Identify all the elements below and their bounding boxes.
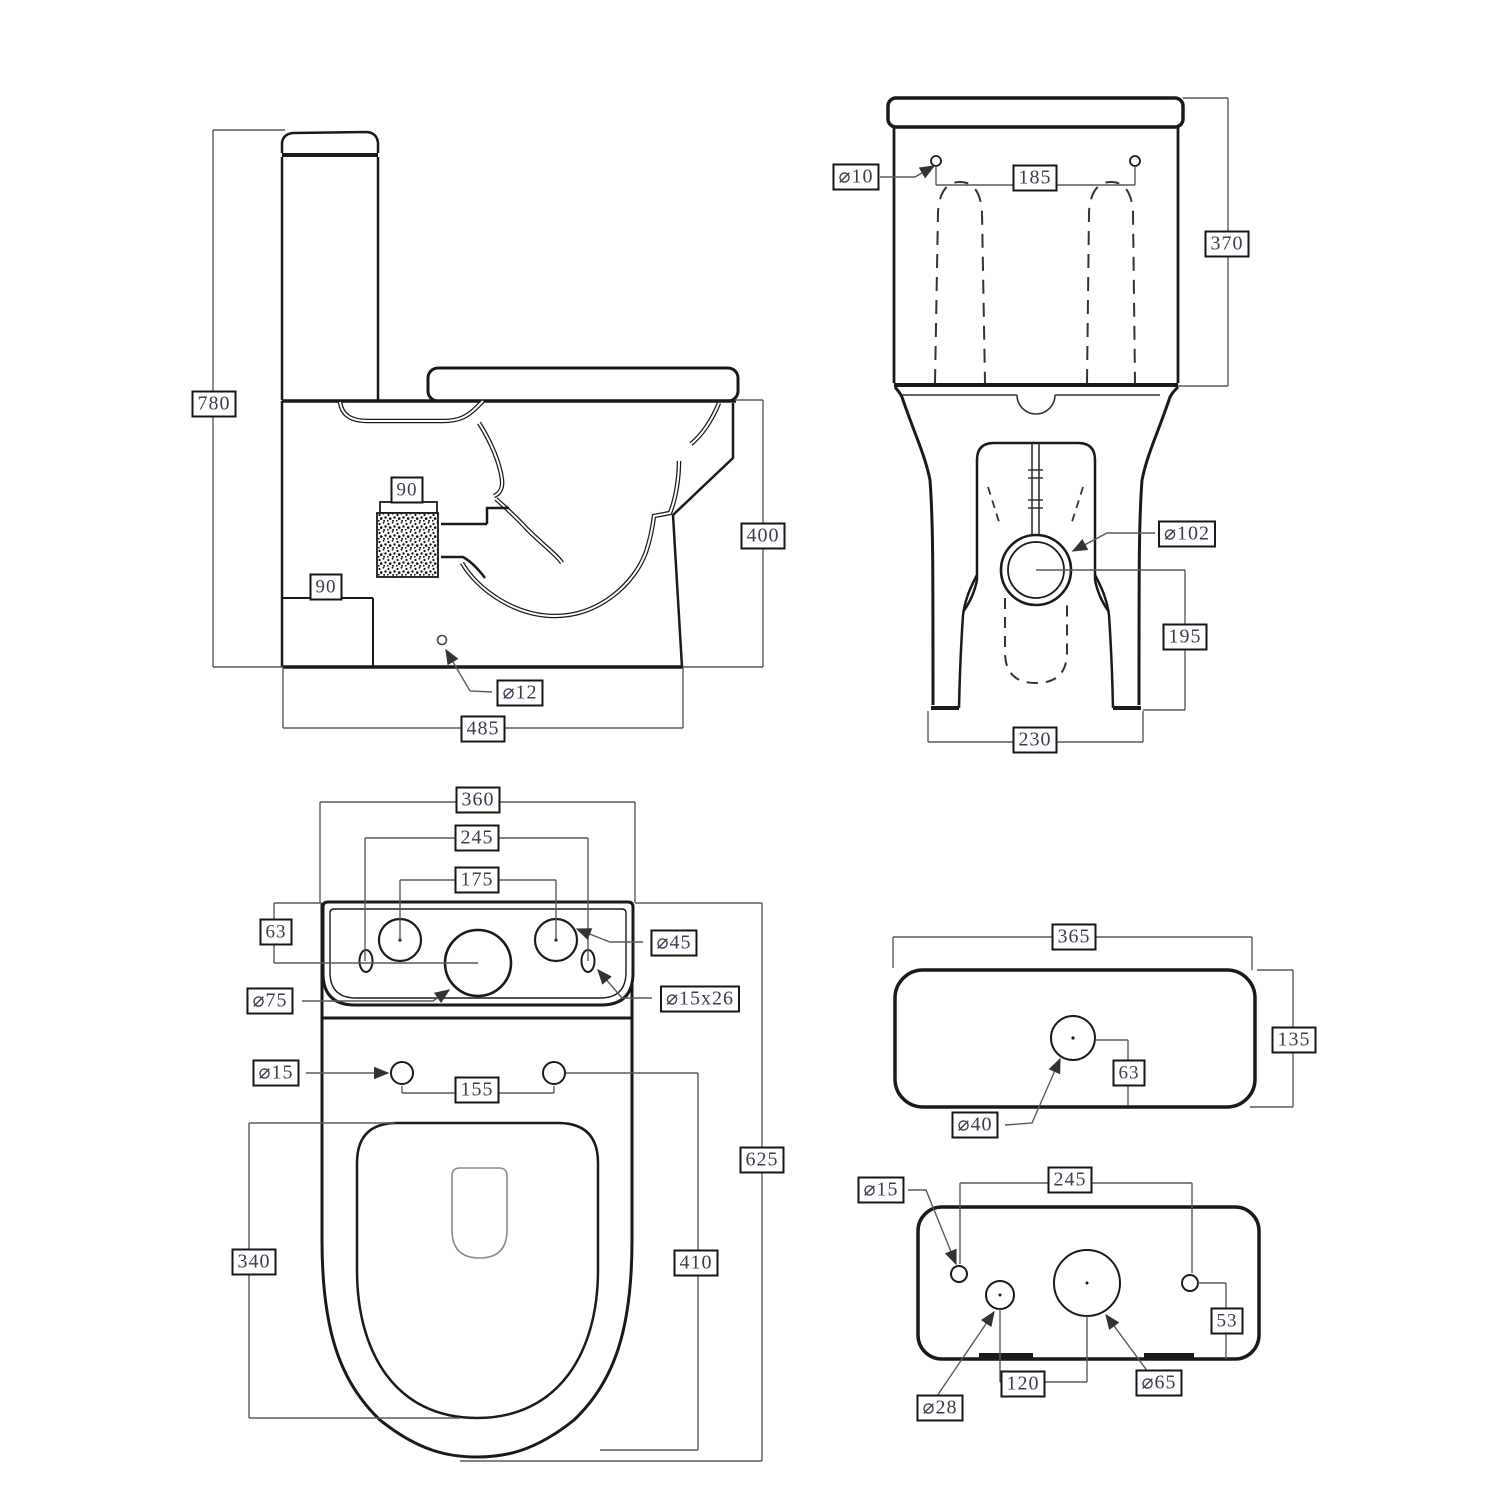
dim-bottom-hole-spacing: 245 <box>1047 1166 1093 1194</box>
dim-lid-button-dia: ⌀40 <box>951 1111 999 1139</box>
dim-front-tank-height: 370 <box>1204 230 1250 258</box>
dim-bottom-hole-dia-65: ⌀65 <box>1135 1369 1183 1397</box>
dim-top-width: 360 <box>455 786 501 814</box>
dim-top-seat-hole-spacing: 155 <box>454 1076 500 1104</box>
dim-top-seat-hole-dia: ⌀15 <box>252 1059 300 1087</box>
dim-bottom-hole-dia-28: ⌀28 <box>916 1394 964 1422</box>
dim-front-outlet-dia: ⌀102 <box>1157 520 1217 548</box>
dim-top-slot-size: ⌀15x26 <box>659 985 741 1013</box>
dim-top-bowl-width: 340 <box>231 1248 277 1276</box>
dim-top-slot-spacing: 245 <box>454 824 500 852</box>
dim-lid-button-offset: 63 <box>1112 1059 1146 1087</box>
cistern-lid-top-view-drawing <box>892 936 1294 1126</box>
dim-top-seat-length: 410 <box>673 1249 719 1277</box>
dim-side-outlet-bottom: 90 <box>309 573 343 601</box>
dim-bottom-hole-gap: 120 <box>1000 1370 1046 1398</box>
front-view-drawing <box>880 96 1229 743</box>
dim-front-base-width: 230 <box>1012 726 1058 754</box>
dim-side-overall-height: 780 <box>191 390 237 418</box>
dim-top-hole-spacing: 175 <box>454 866 500 894</box>
dim-front-bolt-spacing: 185 <box>1012 164 1058 192</box>
dim-front-bolt-dia: ⌀10 <box>832 163 880 191</box>
side-view-drawing <box>212 129 764 729</box>
dim-top-overall-length: 625 <box>739 1146 785 1174</box>
dim-front-outlet-height: 195 <box>1162 623 1208 651</box>
dim-side-bowl-height: 400 <box>740 522 786 550</box>
dim-top-hole-dia-45: ⌀45 <box>650 929 698 957</box>
dim-side-depth: 485 <box>460 715 506 743</box>
dim-bottom-hole-dia-15: ⌀15 <box>857 1176 905 1204</box>
dim-top-hole-offset: 63 <box>259 918 293 946</box>
dim-side-outlet-top: 90 <box>390 476 424 504</box>
dim-lid-depth: 135 <box>1271 1026 1317 1054</box>
dim-side-fixing-hole-dia: ⌀12 <box>496 679 544 707</box>
cistern-underside-view-drawing <box>908 1182 1261 1397</box>
dim-bottom-edge-offset: 53 <box>1210 1307 1244 1335</box>
dim-lid-width: 365 <box>1051 923 1097 951</box>
dim-top-hole-dia-75: ⌀75 <box>246 987 294 1015</box>
top-view-drawing <box>248 801 763 1462</box>
